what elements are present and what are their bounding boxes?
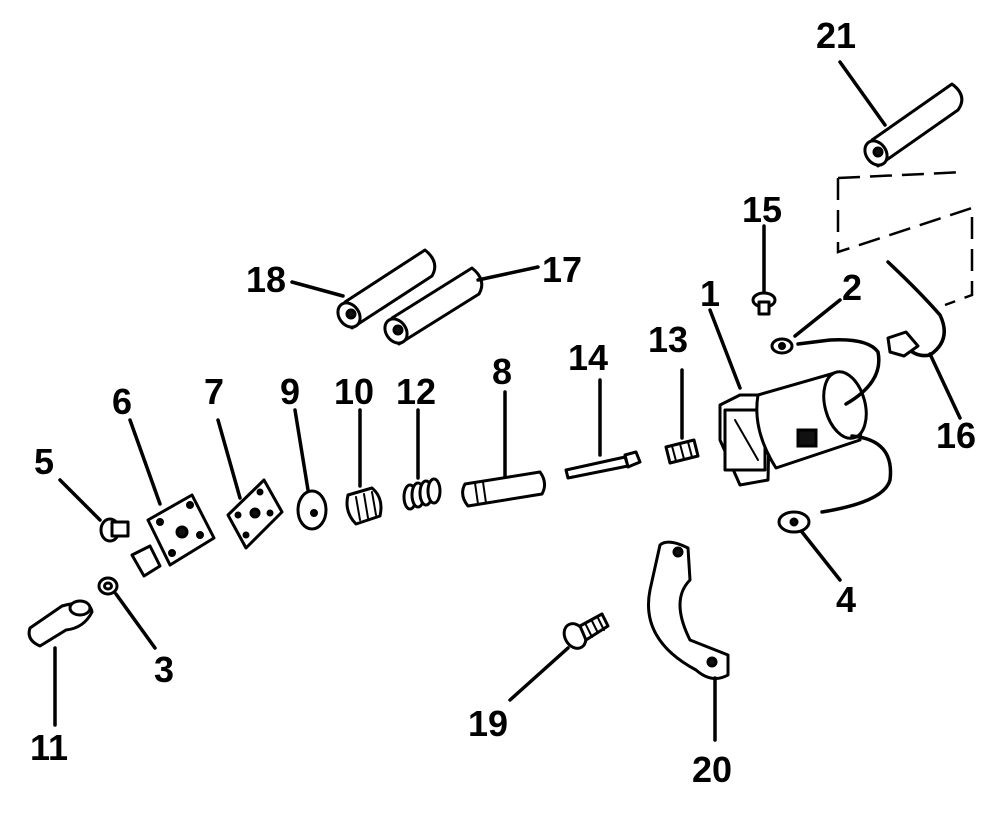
part-7-gasket [226, 478, 284, 550]
part-3-washer [97, 576, 119, 596]
leader-19 [508, 646, 570, 702]
part-2-wire-lead [770, 337, 881, 406]
part-21-tube [863, 82, 964, 168]
label-3: 3 [154, 649, 174, 690]
part-13-spring [664, 438, 700, 465]
label-13: 13 [648, 319, 688, 360]
part-9-disc [296, 489, 328, 531]
part-4-wire-lead [777, 434, 893, 534]
part-16-clip [886, 260, 946, 358]
leader-3 [114, 592, 157, 650]
label-12: 12 [396, 371, 436, 412]
part-5-screw [99, 517, 130, 543]
part-14-needle [564, 450, 642, 480]
leader-18 [290, 280, 345, 298]
label-7: 7 [204, 371, 224, 412]
part-21-dashed-bracket [836, 170, 974, 307]
label-5: 5 [34, 441, 54, 482]
part-20-clamp [647, 540, 730, 681]
label-11: 11 [30, 727, 68, 768]
label-9: 9 [280, 371, 300, 412]
part-19-screw [562, 612, 610, 650]
part-12-spring [402, 477, 442, 511]
label-15: 15 [742, 189, 782, 230]
leader-5 [58, 478, 102, 522]
part-8-plunger [461, 470, 547, 508]
part-15-screw [751, 291, 777, 316]
label-19: 19 [468, 703, 508, 744]
label-18: 18 [246, 259, 286, 300]
part-11-fitting [27, 599, 94, 648]
part-18-tube [336, 248, 437, 330]
label-1: 1 [700, 273, 720, 314]
part-1-solenoid [718, 370, 868, 487]
part-6-cover [130, 493, 216, 578]
label-6: 6 [112, 381, 132, 422]
leader-lines [53, 60, 962, 742]
leader-7 [216, 418, 242, 500]
label-8: 8 [492, 351, 512, 392]
callout-labels: 21 15 18 17 1 2 13 14 8 6 7 9 10 12 16 5… [30, 15, 976, 790]
leader-6 [128, 418, 162, 506]
label-21: 21 [816, 15, 856, 56]
leader-9 [293, 408, 310, 492]
label-10: 10 [334, 371, 374, 412]
label-17: 17 [542, 249, 582, 290]
label-4: 4 [836, 579, 856, 620]
label-16: 16 [936, 415, 976, 456]
leader-4 [800, 530, 842, 582]
leader-1 [708, 308, 742, 390]
label-20: 20 [692, 749, 732, 790]
leader-17 [476, 265, 540, 282]
part-10-cage [345, 486, 383, 526]
part-17-tube [383, 266, 484, 346]
label-2: 2 [842, 267, 862, 308]
leader-16 [928, 352, 962, 420]
label-14: 14 [568, 337, 608, 378]
leader-21 [838, 60, 887, 127]
leader-2 [793, 298, 842, 338]
